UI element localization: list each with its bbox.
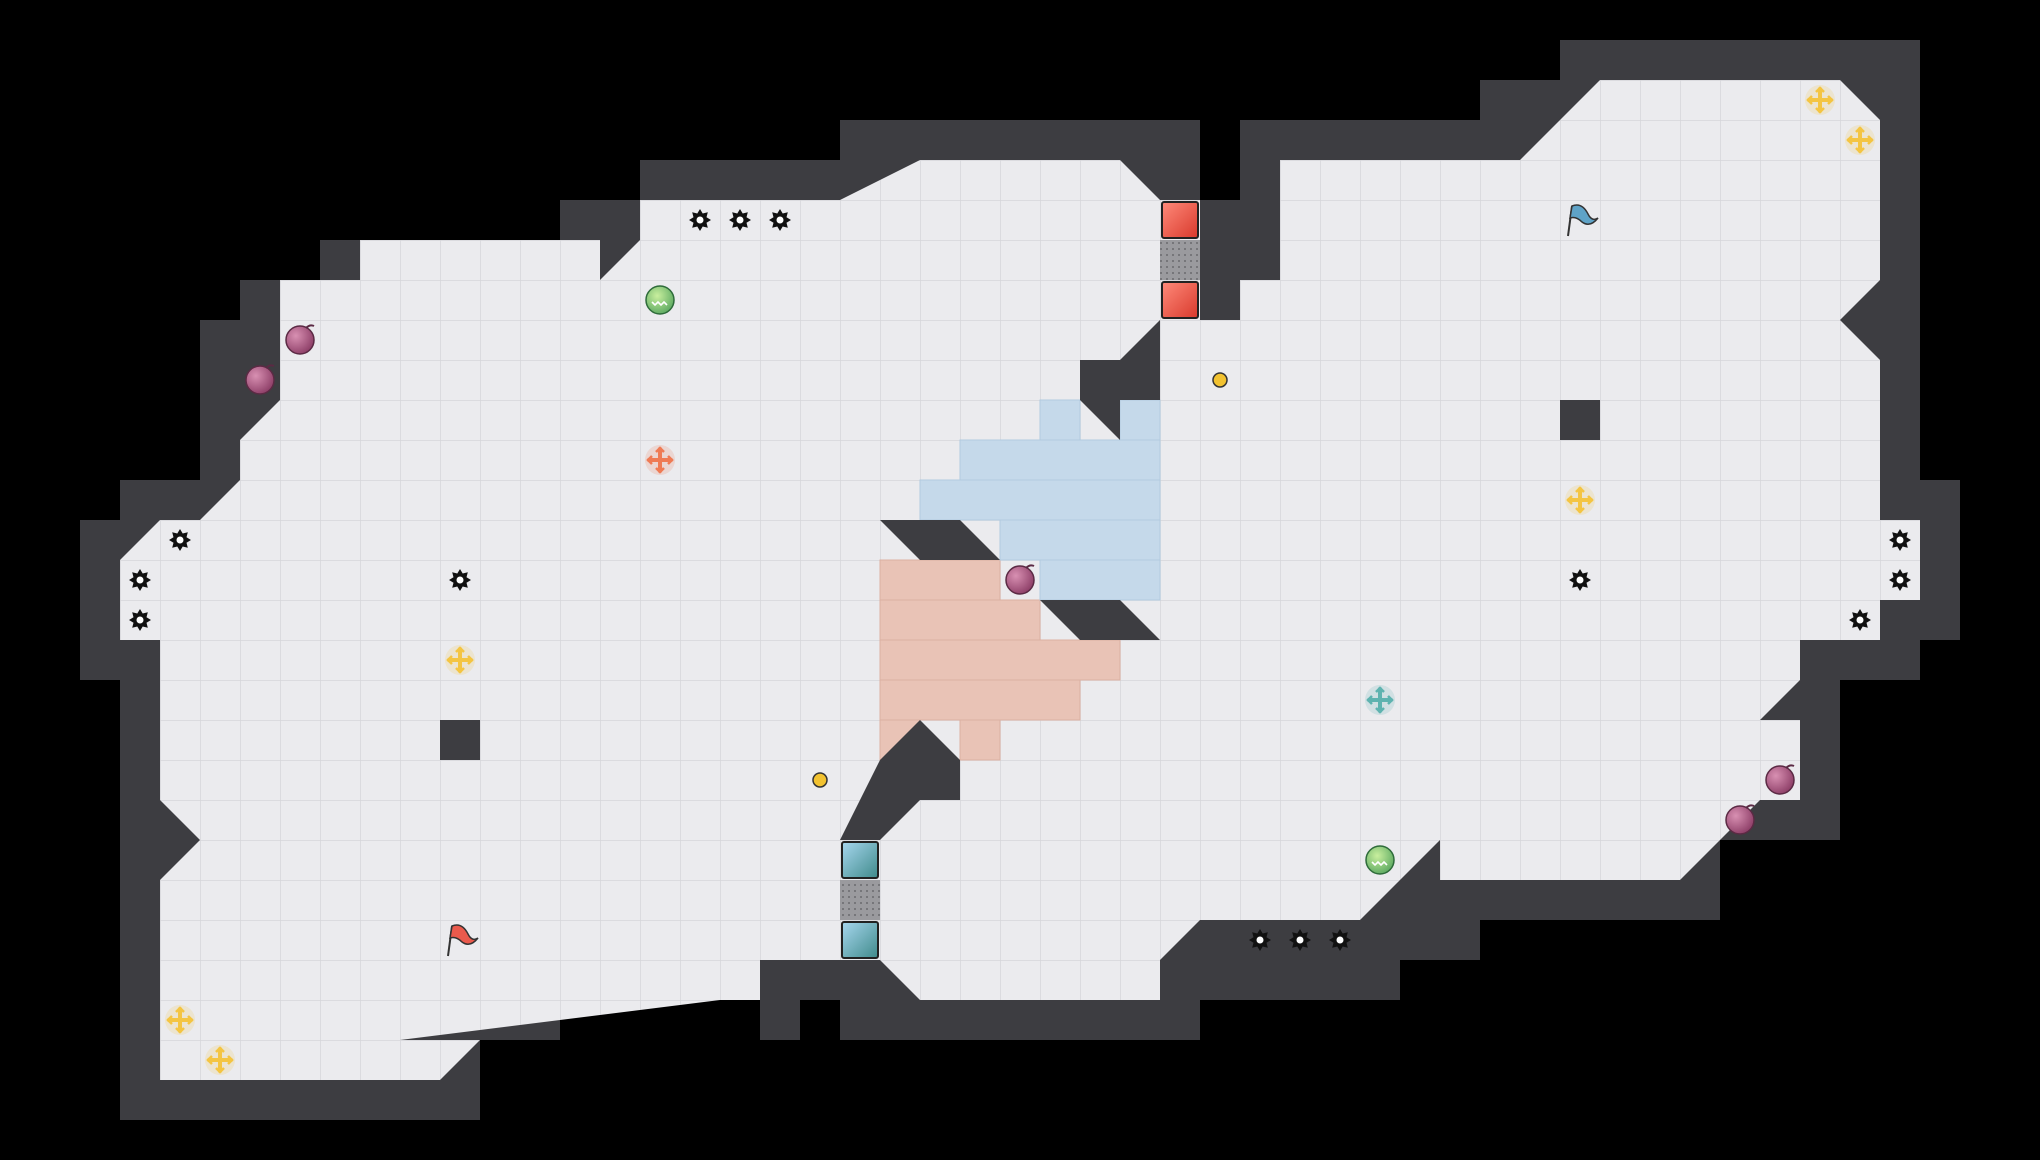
spike-icon	[129, 569, 151, 591]
boost-icon	[1565, 485, 1595, 515]
red-zone-tile	[959, 719, 1001, 761]
spike-icon	[769, 209, 791, 231]
powerup-icon	[645, 285, 675, 315]
bomb-icon	[1725, 804, 1755, 835]
boost-icon	[1365, 685, 1395, 715]
blue-zone-tile	[1119, 399, 1161, 441]
gate-tile	[841, 841, 879, 879]
bomb-icon	[1765, 764, 1795, 795]
gate-icon	[840, 880, 880, 920]
inner-wall	[840, 720, 960, 840]
red-zone-tile	[879, 639, 1121, 681]
bomb-icon	[285, 324, 315, 355]
inner-wall	[1080, 320, 1160, 440]
blue-zone-tile	[1039, 399, 1081, 441]
boost-icon	[445, 645, 475, 675]
inner-wall	[880, 520, 1000, 560]
button-icon	[1212, 372, 1228, 388]
blue-flag-icon	[1567, 204, 1599, 237]
inner-wall	[1040, 600, 1160, 640]
red-zone-tile	[879, 679, 1081, 721]
blue-zone-tile	[1039, 559, 1161, 601]
button-icon	[812, 772, 828, 788]
blue-zone-tile	[959, 439, 1161, 481]
bomb-icon	[245, 364, 275, 395]
spike-icon	[689, 209, 711, 231]
boost-icon	[645, 445, 675, 475]
blue-zone-tile	[999, 519, 1161, 561]
boost-icon	[205, 1045, 235, 1075]
powerup-icon	[1365, 845, 1395, 875]
spike-icon	[1289, 929, 1311, 951]
bomb-icon	[1005, 564, 1035, 595]
inner-wall	[440, 720, 480, 760]
spike-icon	[729, 209, 751, 231]
spike-icon	[1569, 569, 1591, 591]
red-zone-tile	[879, 559, 1001, 601]
gate-tile	[1161, 281, 1199, 319]
spike-icon	[169, 529, 191, 551]
gate-tile	[841, 921, 879, 959]
gate-tile	[1161, 201, 1199, 239]
spike-icon	[1889, 569, 1911, 591]
spike-icon	[129, 609, 151, 631]
spike-icon	[1849, 609, 1871, 631]
inner-wall	[1560, 400, 1600, 440]
spike-icon	[449, 569, 471, 591]
boost-icon	[1845, 125, 1875, 155]
boost-icon	[1805, 85, 1835, 115]
gate-icon	[1160, 240, 1200, 280]
blue-zone-tile	[919, 479, 1161, 521]
boost-icon	[165, 1005, 195, 1035]
spike-icon	[1249, 929, 1271, 951]
red-flag-icon	[447, 924, 479, 957]
red-zone-tile	[879, 599, 1041, 641]
spike-icon	[1889, 529, 1911, 551]
spike-icon	[1329, 929, 1351, 951]
